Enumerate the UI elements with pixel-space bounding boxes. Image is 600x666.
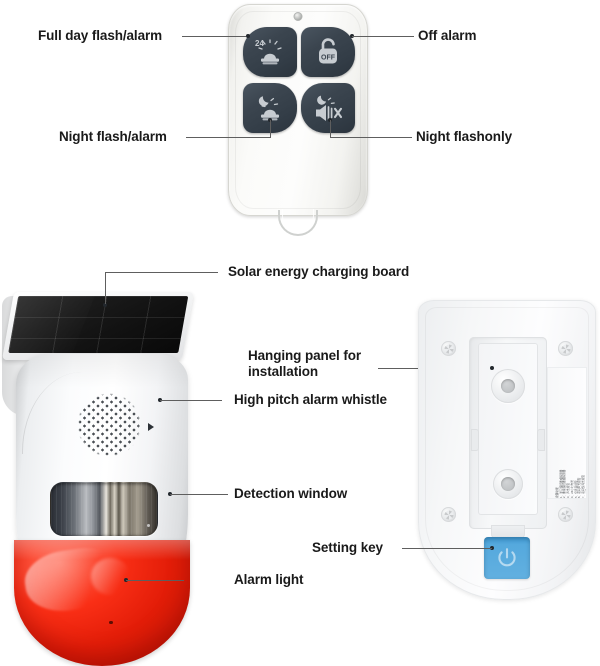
red-alarm-light-dome: [14, 540, 190, 666]
callout-off-alarm: Off alarm: [418, 28, 476, 44]
device-front-body: [16, 354, 188, 604]
callout-leader-alarm-light: [126, 580, 184, 581]
callout-leader-solar-board-vertical: [105, 272, 106, 304]
callout-full-day-flash-alarm: Full day flash/alarm: [38, 28, 162, 44]
screw-icon-top-left: [441, 341, 456, 356]
callout-leader-solar-board: [105, 272, 218, 273]
callout-alarm-light: Alarm light: [234, 572, 303, 588]
callout-solar-energy-charging-board: Solar energy charging board: [228, 264, 409, 280]
callout-leader-detection-window: [170, 494, 228, 495]
speaker-grille: [62, 382, 156, 468]
callout-leader-night-flash-only-vertical: [330, 120, 331, 138]
svg-text:OFF: OFF: [321, 55, 336, 62]
speaker-marker-icon: [148, 423, 154, 431]
callout-leader-night-flash-alarm: [186, 137, 271, 138]
screw-icon-bottom-left: [441, 507, 456, 522]
remote-button-grid: 24: [243, 27, 355, 133]
setting-key-button[interactable]: [484, 537, 530, 579]
svg-text:24: 24: [255, 39, 264, 48]
callout-leader-full-day: [182, 36, 246, 37]
siren-24h-icon: 24: [253, 37, 287, 67]
power-icon: [496, 547, 518, 569]
spec-label-text: 按键功能 1、学习遥控器或探测器 2、删除遥控器或探测器 3、声光报警 4、24…: [550, 370, 587, 498]
hanging-mount-bracket: [469, 337, 547, 529]
bracket-notch-right: [537, 429, 545, 451]
spec-label-secondary: 按键功能 1、学习遥控器或探测器 2、删除遥控器或探测器 3、声光报警 4、24…: [556, 370, 587, 498]
callout-dot-full-day: [246, 34, 250, 38]
indicator-led-icon: [294, 12, 303, 21]
screw-icon-top-right: [558, 341, 573, 356]
back-view-device: 按键功能 1、学习遥控器或探测器 2、删除遥控器或探测器 3、声光报警 4、24…: [418, 300, 600, 609]
callout-detection-window: Detection window: [234, 486, 347, 502]
callout-leader-high-pitch: [160, 400, 222, 401]
callout-high-pitch-alarm-whistle: High pitch alarm whistle: [234, 392, 387, 408]
diagram-canvas: 24: [0, 0, 600, 609]
padlock-off-icon: OFF: [315, 37, 341, 67]
solar-charging-panel: [2, 292, 194, 360]
dome-marker-dot: [109, 621, 113, 625]
callout-leader-off-alarm: [352, 36, 414, 37]
screw-icon-bottom-right: [558, 507, 573, 522]
front-view-device: [2, 288, 212, 609]
callout-leader-night-flash-alarm-vertical: [270, 120, 271, 138]
remote-button-night-flash-only[interactable]: [301, 83, 355, 133]
keyhole-mount-lower: [493, 469, 523, 499]
key-ring-loop: [278, 210, 318, 236]
callout-night-flash-only: Night flashonly: [416, 129, 512, 145]
remote-button-off-alarm[interactable]: OFF: [301, 27, 355, 77]
callout-dot-hanging-panel: [490, 366, 494, 370]
device-back-body: 按键功能 1、学习遥控器或探测器 2、删除遥控器或探测器 3、声光报警 4、24…: [418, 300, 596, 600]
callout-leader-night-flash-only: [330, 137, 412, 138]
keyhole-mount-upper: [491, 369, 525, 403]
spec-label: 按键功能 1、学习遥控器或探测器 2、删除遥控器或探测器 3、声光报警 4、24…: [547, 367, 587, 499]
solar-panel-cells: [8, 296, 188, 353]
callout-hanging-panel: Hanging panel for installation: [248, 348, 361, 380]
dome-highlight-secondary: [91, 558, 130, 596]
callout-setting-key: Setting key: [312, 540, 383, 556]
detection-window-sensor-dot: [147, 524, 150, 527]
remote-button-full-day-flash-alarm[interactable]: 24: [243, 27, 297, 77]
callout-night-flash-alarm: Night flash/alarm: [59, 129, 167, 145]
callout-leader-setting-key: [402, 548, 492, 549]
remote-control: 24: [228, 4, 368, 236]
bracket-notch-left: [471, 429, 479, 451]
pir-detection-window: [50, 482, 158, 536]
